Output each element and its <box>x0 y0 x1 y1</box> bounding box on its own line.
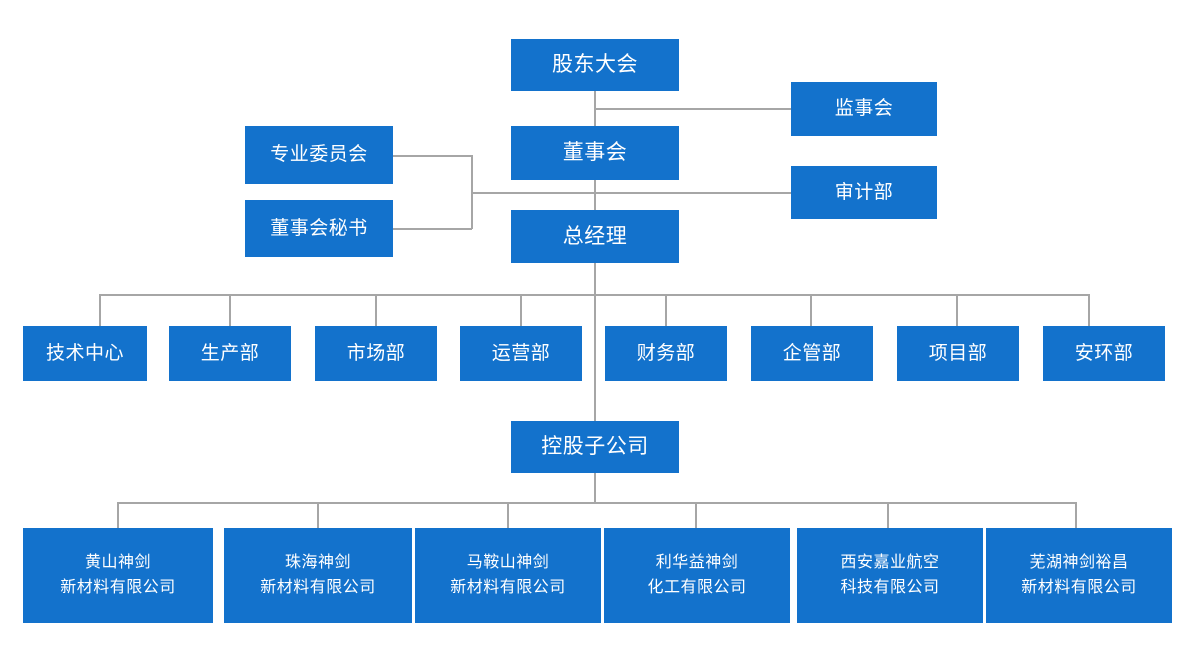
node-label: 股东大会 <box>552 53 638 77</box>
node-board-of-directors[interactable]: 董事会 <box>511 126 679 180</box>
connector-sub-3 <box>507 502 509 528</box>
node-label: 技术中心 <box>45 342 124 364</box>
connector-committee-branch <box>392 155 472 157</box>
connector-left-bracket-vertical <box>471 155 473 229</box>
connector-board-gm <box>594 180 596 212</box>
connector-sub-4 <box>695 502 697 528</box>
connector-dept-6 <box>810 294 812 326</box>
node-label: 安环部 <box>1074 342 1134 364</box>
node-audit-department[interactable]: 审计部 <box>791 166 937 219</box>
connector-sub-2 <box>317 502 319 528</box>
node-label-line1: 珠海神剑 <box>284 553 351 571</box>
node-label: 专业委员会 <box>270 144 368 166</box>
node-board-secretary[interactable]: 董事会秘书 <box>245 200 393 257</box>
connector-gm-to-holding <box>594 294 596 422</box>
node-label: 生产部 <box>200 342 260 364</box>
connector-sub-1 <box>117 502 119 528</box>
node-label: 财务部 <box>636 342 696 364</box>
connector-sub-6 <box>1075 502 1077 528</box>
node-department-marketing[interactable]: 市场部 <box>315 326 437 381</box>
node-subsidiary-huangshan[interactable]: 黄山神剑 新材料有限公司 <box>23 528 213 623</box>
node-subsidiary-maanshan[interactable]: 马鞍山神剑 新材料有限公司 <box>415 528 601 623</box>
connector-dept-4 <box>520 294 522 326</box>
node-department-finance[interactable]: 财务部 <box>605 326 727 381</box>
node-label-line1: 马鞍山神剑 <box>466 553 550 571</box>
node-subsidiary-lihuayi[interactable]: 利华益神剑 化工有限公司 <box>604 528 790 623</box>
node-department-safety-environment[interactable]: 安环部 <box>1043 326 1165 381</box>
node-department-project[interactable]: 项目部 <box>897 326 1019 381</box>
node-general-manager[interactable]: 总经理 <box>511 210 679 263</box>
node-label-line2: 新材料有限公司 <box>1021 578 1137 596</box>
node-label-line1: 黄山神剑 <box>84 553 151 571</box>
node-department-production[interactable]: 生产部 <box>169 326 291 381</box>
node-label: 企管部 <box>782 342 842 364</box>
connector-board-audit <box>594 192 792 194</box>
node-label-line2: 新材料有限公司 <box>450 578 566 596</box>
node-label-line2: 科技有限公司 <box>840 578 940 596</box>
connector-dept-2 <box>229 294 231 326</box>
node-shareholders-meeting[interactable]: 股东大会 <box>511 39 679 91</box>
node-department-operations[interactable]: 运营部 <box>460 326 582 381</box>
node-professional-committee[interactable]: 专业委员会 <box>245 126 393 184</box>
node-label-line2: 新材料有限公司 <box>260 578 376 596</box>
node-label: 总经理 <box>562 224 628 248</box>
node-label-line1: 利华益神剑 <box>655 553 739 571</box>
node-subsidiary-wuhu-yuchang[interactable]: 芜湖神剑裕昌 新材料有限公司 <box>986 528 1172 623</box>
node-label: 项目部 <box>928 342 988 364</box>
node-subsidiary-xian-jiaye[interactable]: 西安嘉业航空 科技有限公司 <box>797 528 983 623</box>
subsidiary-horizontal-bus <box>117 502 1075 504</box>
connector-dept-3 <box>375 294 377 326</box>
connector-gm-to-dept-bus <box>594 262 596 296</box>
connector-sub-5 <box>887 502 889 528</box>
node-label: 审计部 <box>834 181 894 203</box>
connector-shareholders-supervisors <box>594 108 792 110</box>
node-board-of-supervisors[interactable]: 监事会 <box>791 82 937 136</box>
node-subsidiary-zhuhai[interactable]: 珠海神剑 新材料有限公司 <box>224 528 412 623</box>
node-holding-subsidiaries[interactable]: 控股子公司 <box>511 421 679 473</box>
node-label: 董事会 <box>562 141 628 165</box>
node-department-enterprise-management[interactable]: 企管部 <box>751 326 873 381</box>
connector-dept-7 <box>956 294 958 326</box>
node-label: 控股子公司 <box>541 435 649 459</box>
node-label-line2: 化工有限公司 <box>647 578 747 596</box>
node-label: 董事会秘书 <box>270 217 368 239</box>
node-label: 运营部 <box>491 342 551 364</box>
node-label: 市场部 <box>346 342 406 364</box>
node-label-line1: 芜湖神剑裕昌 <box>1029 553 1129 571</box>
connector-dept-1 <box>99 294 101 326</box>
connector-dept-5 <box>665 294 667 326</box>
connector-secretary-branch <box>392 228 472 230</box>
connector-holding-to-sub-bus <box>594 472 596 504</box>
node-label-line1: 西安嘉业航空 <box>840 553 940 571</box>
node-label-line2: 新材料有限公司 <box>60 578 176 596</box>
connector-board-left-stem <box>472 192 596 194</box>
node-label: 监事会 <box>834 98 894 120</box>
connector-dept-8 <box>1088 294 1090 326</box>
node-department-tech-center[interactable]: 技术中心 <box>23 326 147 381</box>
